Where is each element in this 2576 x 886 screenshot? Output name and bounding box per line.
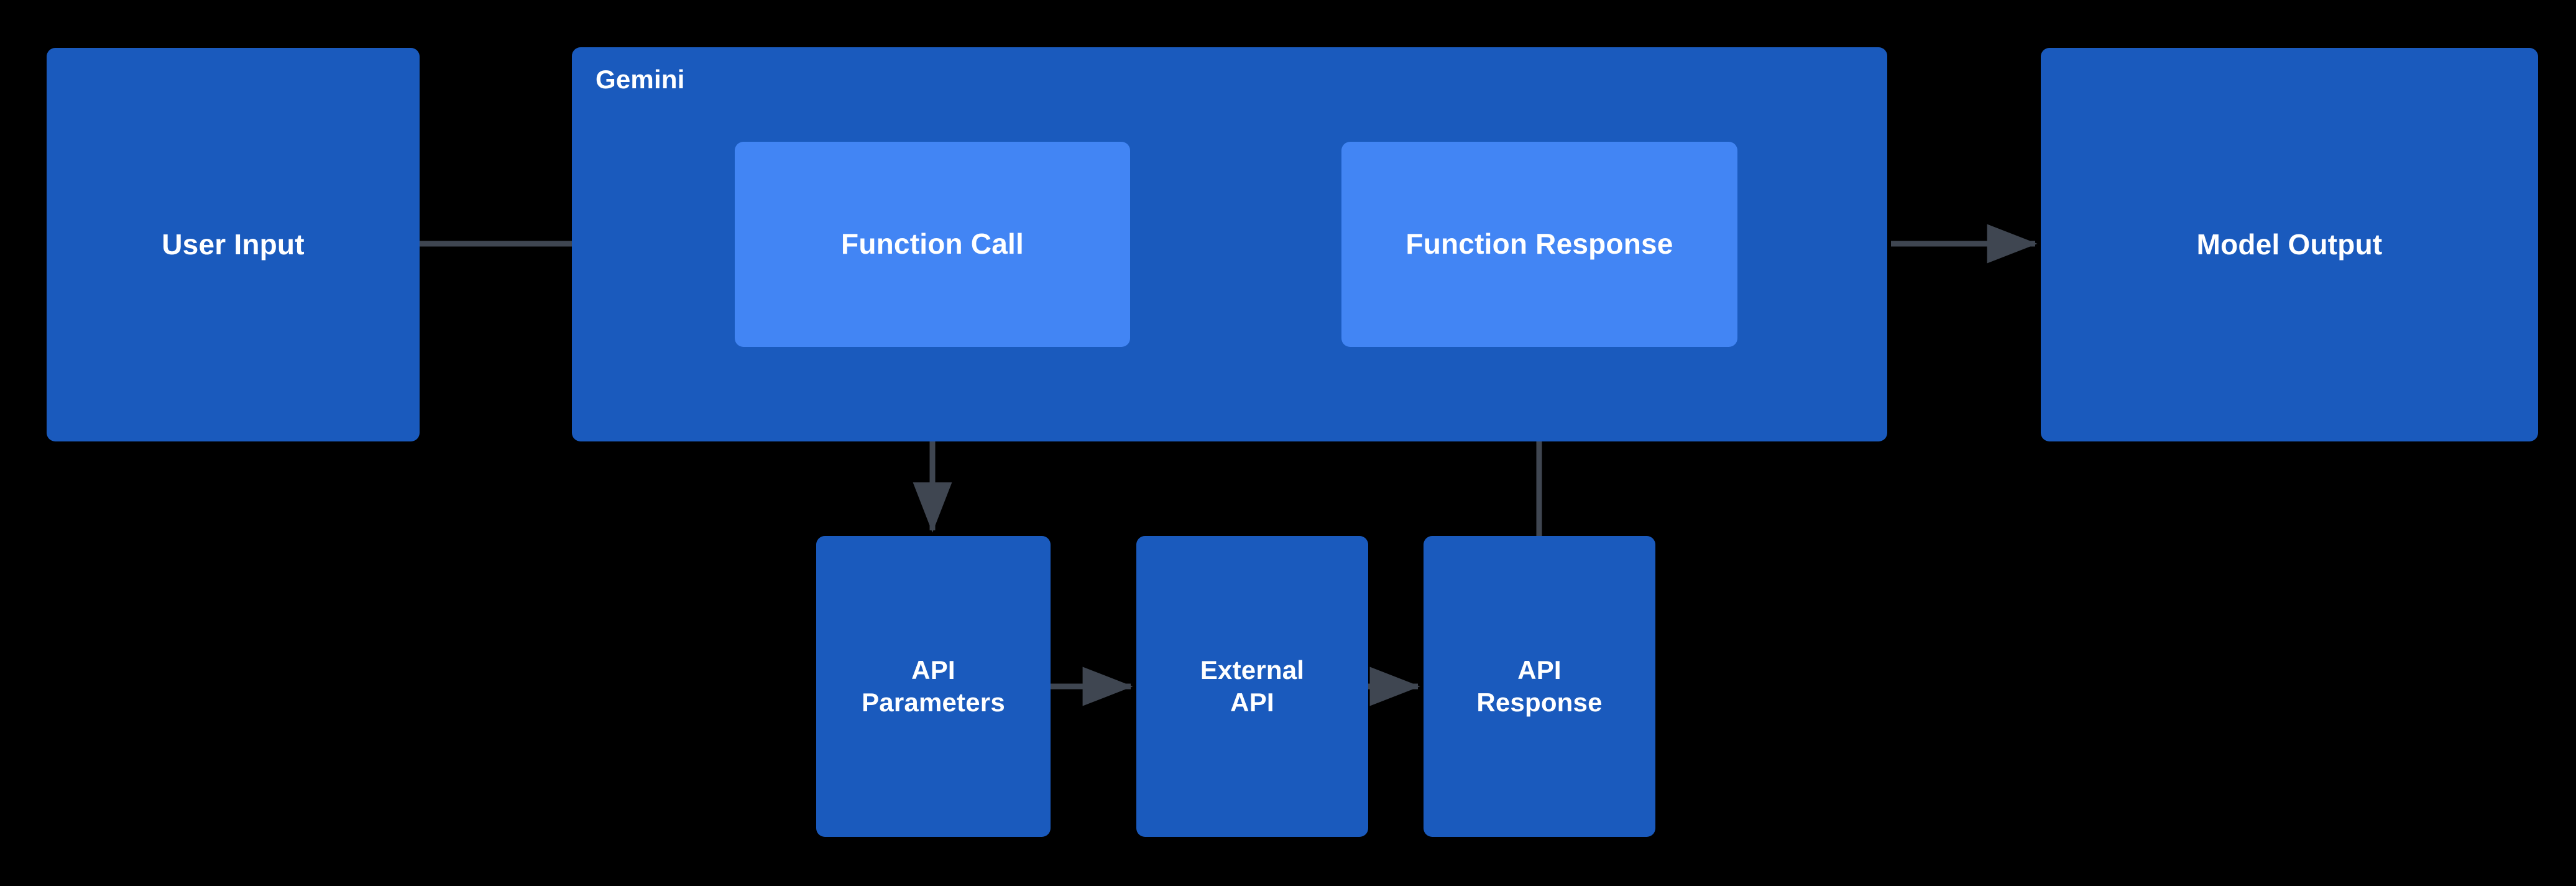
node-function-response[interactable]: Function Response <box>1341 142 1737 347</box>
node-model-output-label: Model Output <box>2196 228 2383 261</box>
group-gemini[interactable]: Gemini Function Call Function Response <box>572 47 1887 441</box>
node-user-input-label: User Input <box>162 228 305 261</box>
node-api-response[interactable]: API Response <box>1424 536 1655 837</box>
node-model-output[interactable]: Model Output <box>2041 48 2538 441</box>
node-api-parameters-label: API Parameters <box>862 655 1005 718</box>
node-external-api[interactable]: External API <box>1136 536 1368 837</box>
group-gemini-title: Gemini <box>596 65 685 94</box>
node-user-input[interactable]: User Input <box>47 48 420 441</box>
node-api-parameters[interactable]: API Parameters <box>816 536 1051 837</box>
node-function-call-label: Function Call <box>841 228 1024 261</box>
node-function-call[interactable]: Function Call <box>735 142 1130 347</box>
node-api-response-label: API Response <box>1476 655 1603 718</box>
node-function-response-label: Function Response <box>1405 228 1673 261</box>
node-external-api-label: External API <box>1200 655 1305 718</box>
